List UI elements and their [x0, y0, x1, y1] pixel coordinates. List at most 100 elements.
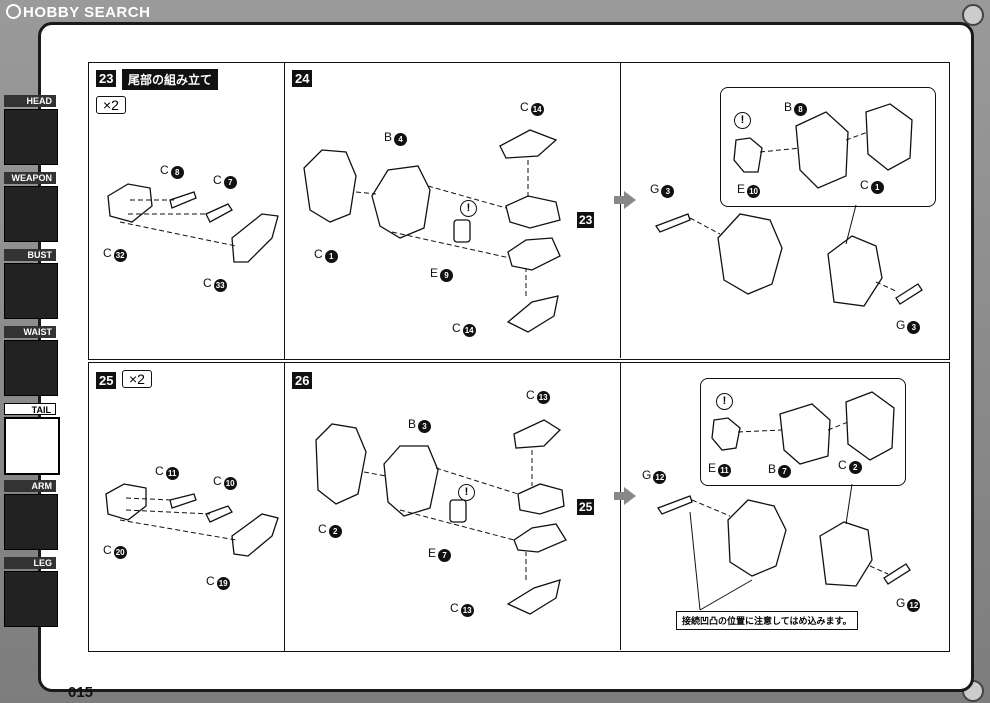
joint-part-shape	[711, 417, 741, 451]
armor-part-shape	[779, 403, 831, 465]
armor-part-shape	[795, 111, 849, 189]
part-letter: G	[896, 318, 906, 332]
armor-part-shape	[506, 295, 559, 333]
assembled-tail-shape	[819, 521, 873, 587]
part-letter: C	[203, 276, 212, 290]
part-letter: C	[452, 321, 461, 335]
armor-part-shape	[383, 445, 439, 517]
tail-part-shape	[205, 203, 233, 223]
step-number: 23	[96, 70, 117, 87]
joint-part-shape	[657, 495, 693, 515]
multiplier-badge: ×2	[96, 96, 126, 114]
step-reference: 23	[577, 212, 595, 228]
tail-part-shape	[169, 191, 197, 209]
part-letter: C	[860, 178, 869, 192]
sidebar-item-tail[interactable]: TAIL	[0, 403, 62, 475]
sidebar-item-arm[interactable]: ARM	[0, 480, 62, 552]
part-number-badge: 1	[324, 250, 338, 263]
part-number-badge: 8	[170, 166, 184, 179]
part-letter: B	[768, 462, 777, 476]
armor-part-shape	[506, 579, 561, 615]
part-letter: E	[428, 546, 437, 560]
page-number: 015	[68, 684, 94, 701]
poly-cap-shape	[453, 219, 471, 243]
waist-thumbnail-icon	[4, 340, 58, 396]
step-number: 25	[96, 372, 117, 389]
arm-thumbnail-icon	[4, 494, 58, 550]
part-number-badge: 8	[794, 103, 808, 116]
tail-part-shape	[169, 493, 197, 509]
part-letter: C	[520, 100, 529, 114]
part-letter: B	[384, 130, 393, 144]
sidebar-item-label: BUST	[4, 249, 56, 261]
sidebar-item-bust[interactable]: BUST	[0, 249, 62, 321]
step-title: 尾部の組み立て	[122, 69, 219, 90]
multiplier-badge: ×2	[122, 370, 152, 388]
result-arrow-icon	[624, 487, 636, 505]
part-letter: G	[642, 468, 652, 482]
step-number: 26	[292, 372, 313, 389]
part-number-badge: 2	[848, 461, 862, 474]
step-26-divider	[620, 362, 621, 650]
sidebar-item-label: TAIL	[4, 403, 56, 415]
part-number-badge: 3	[907, 321, 921, 334]
caution-icon: !	[734, 112, 751, 129]
joint-part-shape	[733, 137, 763, 173]
armor-part-shape	[513, 523, 567, 553]
part-number-badge: 7	[438, 549, 452, 562]
result-arrow	[614, 196, 624, 204]
part-number-badge: 13	[536, 391, 550, 404]
part-letter: E	[708, 461, 717, 475]
tail-part-shape	[205, 505, 233, 523]
part-number-badge: 10	[747, 185, 761, 198]
sidebar-item-label: HEAD	[4, 95, 56, 107]
armor-part-shape	[507, 237, 561, 271]
part-letter: C	[838, 458, 847, 472]
part-letter: B	[408, 417, 417, 431]
assembled-tail-shape	[727, 499, 787, 577]
joint-part-shape	[883, 563, 911, 585]
armor-part-shape	[315, 423, 367, 505]
part-number-badge: 7	[223, 176, 237, 189]
tail-part-shape	[231, 213, 279, 263]
tail-thumbnail-icon	[4, 417, 60, 475]
part-number-badge: 14	[530, 103, 544, 116]
part-number-badge: 32	[113, 249, 127, 262]
part-letter: G	[650, 182, 660, 196]
sidebar-item-waist[interactable]: WAIST	[0, 326, 62, 398]
part-number-badge: 19	[216, 577, 230, 590]
poly-cap-shape	[449, 499, 467, 523]
part-number-badge: 20	[113, 546, 127, 559]
part-number-badge: 9	[440, 269, 454, 282]
sidebar-item-head[interactable]: HEAD	[0, 95, 62, 167]
sidebar-item-leg[interactable]: LEG	[0, 557, 62, 629]
sidebar-item-weapon[interactable]: WEAPON	[0, 172, 62, 244]
armor-part-shape	[517, 483, 565, 515]
armor-part-shape	[513, 419, 562, 449]
armor-part-shape	[499, 129, 558, 159]
part-letter: C	[103, 246, 112, 260]
step-24-divider	[620, 62, 621, 358]
caution-icon: !	[460, 200, 477, 217]
part-letter: C	[206, 574, 215, 588]
leg-thumbnail-icon	[4, 571, 58, 627]
part-letter: C	[103, 543, 112, 557]
caution-icon: !	[458, 484, 475, 501]
part-number-badge: 3	[418, 420, 432, 433]
